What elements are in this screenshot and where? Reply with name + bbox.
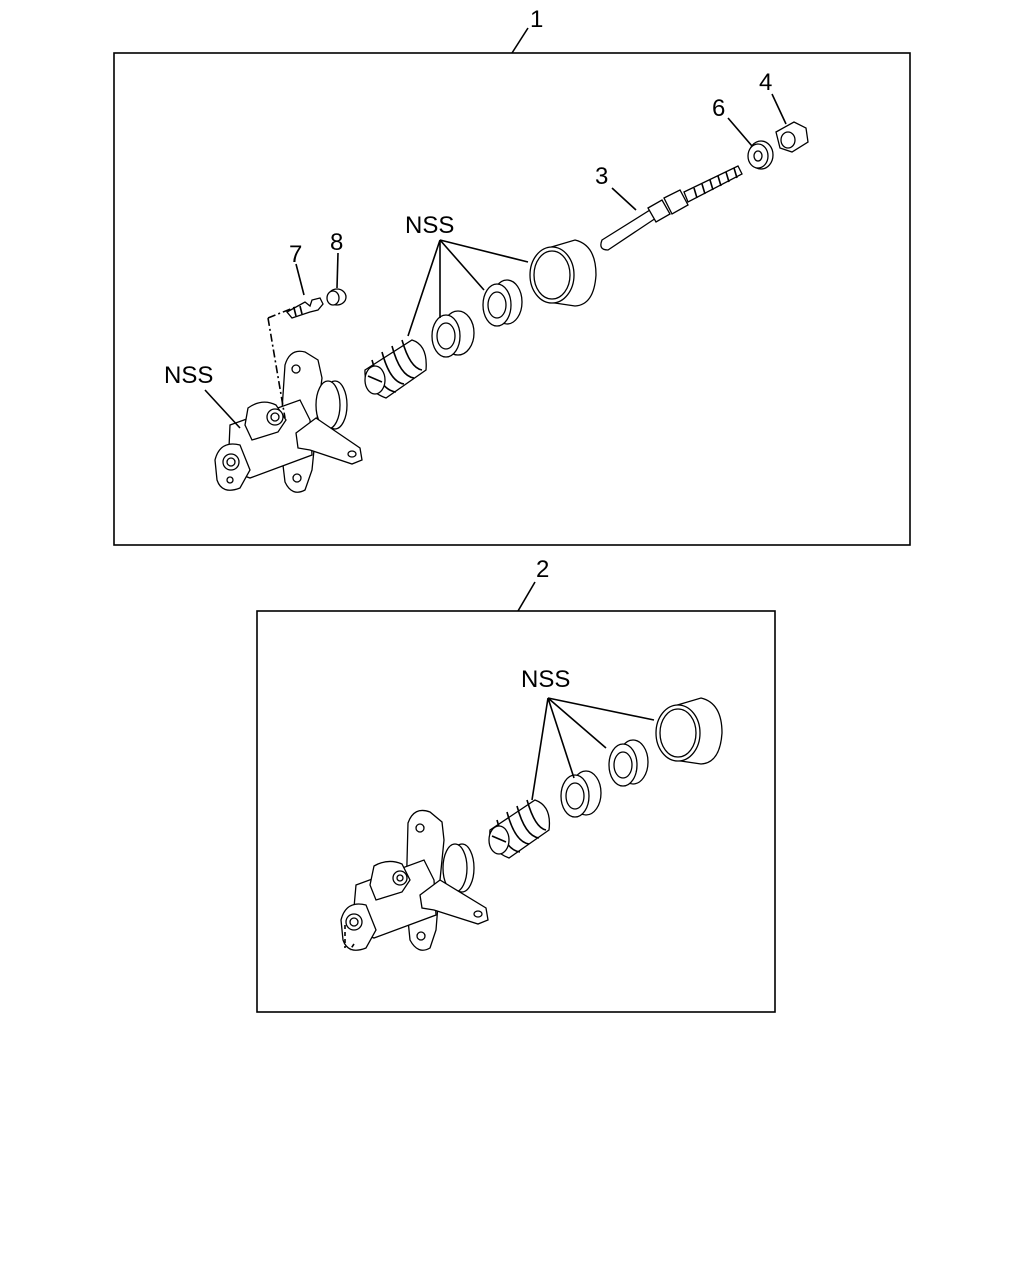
boot-ring [529, 239, 597, 307]
panel-1: 1 [113, 6, 911, 546]
label-part-4: 4 [759, 69, 772, 96]
panel-2-callout-leader [517, 581, 536, 612]
panel-2-callout-number: 2 [536, 556, 549, 583]
leader-3 [611, 187, 637, 211]
secondary-seal [482, 279, 523, 327]
leader-nss-seals-2 [531, 697, 655, 801]
primary-seal [431, 310, 475, 358]
leader-nss-seals [407, 239, 529, 337]
panel-2-frame [256, 610, 776, 1013]
leader-nss-body [204, 389, 241, 429]
leader-4 [771, 93, 787, 125]
label-part-8: 8 [330, 229, 343, 256]
label-nss-body: NSS [164, 362, 213, 389]
panel-1-callout-leader [511, 27, 529, 54]
leader-8 [336, 252, 339, 289]
secondary-seal-2 [608, 739, 649, 787]
panel-2: 2 [256, 556, 776, 1013]
clevis-nut [775, 121, 809, 153]
leader-6 [727, 117, 753, 147]
leader-7 [295, 263, 305, 296]
boot-ring-2 [655, 697, 723, 765]
label-nss-seals: NSS [405, 212, 454, 239]
piston-spring-2 [488, 799, 551, 859]
piston-spring [364, 339, 427, 399]
panel-1-callout-number: 1 [530, 6, 543, 33]
cylinder-body [214, 305, 363, 493]
lock-nut [747, 140, 774, 170]
label-part-6: 6 [712, 95, 725, 122]
label-nss-seals-2: NSS [521, 666, 570, 693]
label-part-3: 3 [595, 163, 608, 190]
bleeder-screw [285, 297, 324, 319]
pushrod [600, 165, 743, 251]
cylinder-body-outline [340, 809, 489, 951]
label-part-7: 7 [289, 241, 302, 268]
primary-seal-2 [560, 770, 602, 818]
bleeder-cap [326, 288, 347, 306]
